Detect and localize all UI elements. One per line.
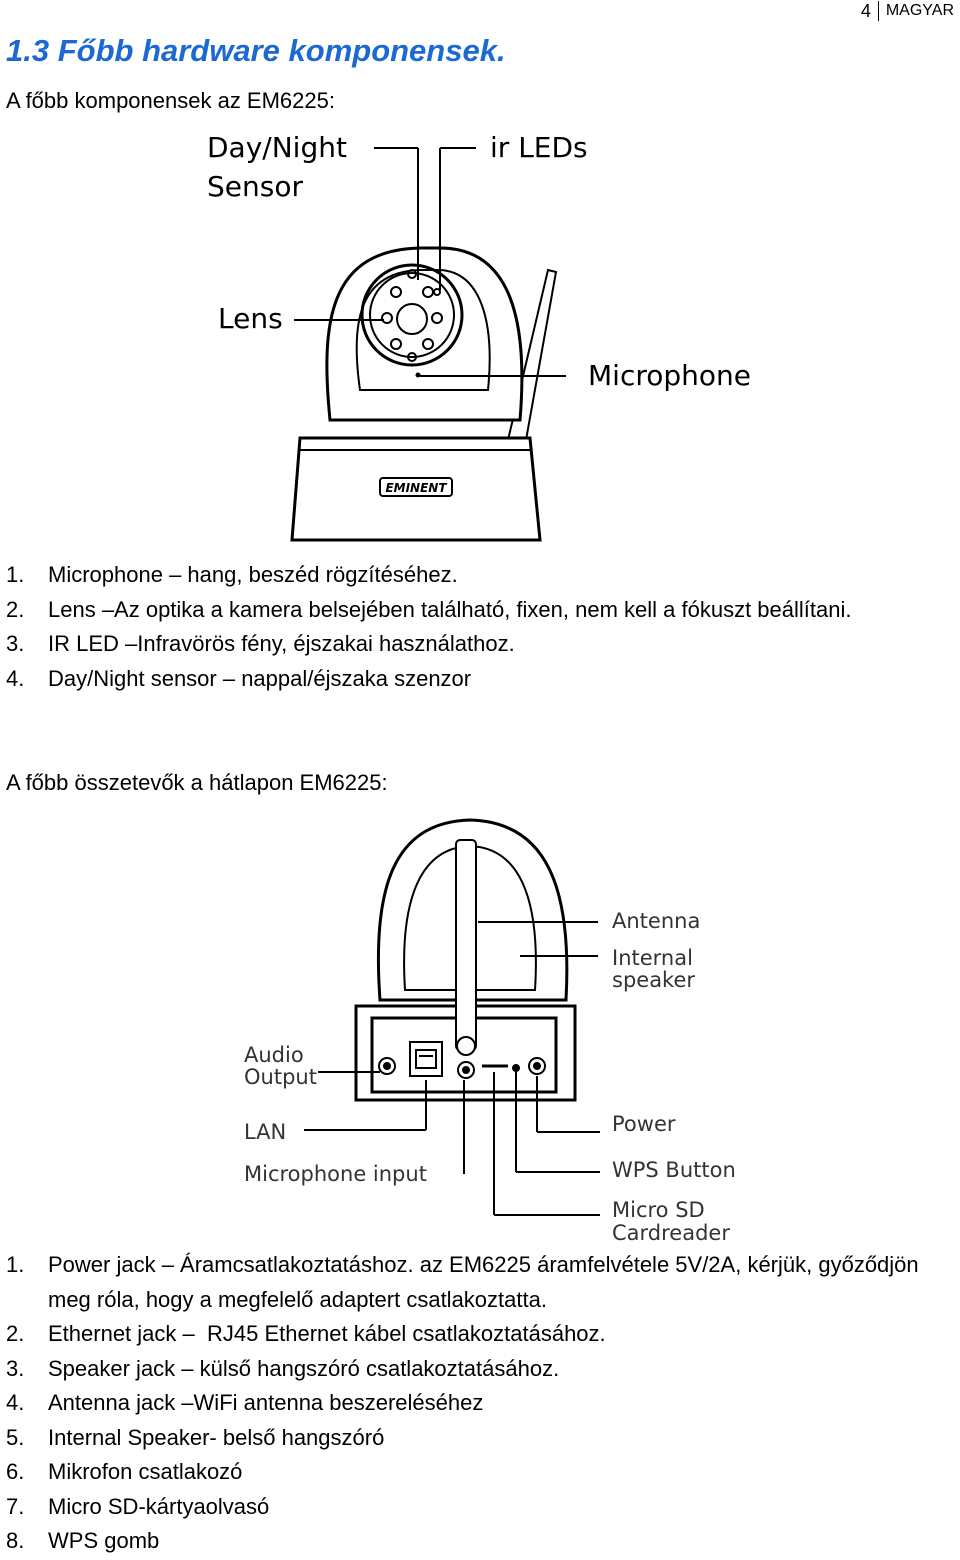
- back-components-list: 1.Power jack – Áramcsatlakoztatáshoz. az…: [0, 1248, 928, 1559]
- label-lens: Lens: [218, 302, 283, 335]
- label-power: Power: [612, 1112, 676, 1136]
- label-antenna: Antenna: [612, 909, 700, 933]
- label-cardreader: Cardreader: [612, 1221, 730, 1245]
- list-item: 3.Speaker jack – külső hangszóró csatlak…: [6, 1355, 560, 1381]
- list-item: 4.Antenna jack –WiFi antenna beszerelésé…: [6, 1390, 484, 1415]
- brand-logo: EMINENT: [385, 481, 447, 495]
- label-microphone: Microphone: [588, 359, 751, 392]
- list-item: 3.IR LED –Infravörös fény, éjszakai hasz…: [6, 631, 515, 656]
- front-components-list: 1.Microphone – hang, beszéd rögzítéséhez…: [0, 558, 868, 696]
- list-item: 1.Microphone – hang, beszéd rögzítéséhez…: [6, 562, 458, 587]
- list-item: 2.Ethernet jack – RJ45 Ethernet kábel cs…: [6, 1321, 606, 1346]
- list-item: 5.Internal Speaker- belső hangszóró: [6, 1424, 385, 1450]
- label-internal: Internal: [612, 946, 693, 970]
- back-camera-figure: Antenna Internal speaker Audio Output LA…: [0, 810, 960, 1250]
- back-camera-diagram: Antenna Internal speaker Audio Output LA…: [244, 818, 736, 1245]
- list-item: 1.Power jack – Áramcsatlakoztatáshoz. az…: [6, 1252, 919, 1312]
- label-sensor: Sensor: [207, 170, 303, 203]
- front-camera-diagram: Day/Night Sensor ir LEDs Lens Microphone…: [207, 131, 751, 542]
- label-lan: LAN: [244, 1120, 286, 1144]
- list-item: 8.WPS gomb: [6, 1528, 160, 1553]
- label-audio: Audio: [244, 1043, 304, 1067]
- back-intro: A főbb összetevők a hátlapon EM6225:: [6, 770, 388, 795]
- list-item: 6.Mikrofon csatlakozó: [6, 1459, 243, 1484]
- label-microphone-input: Microphone input: [244, 1162, 427, 1186]
- front-camera-figure: Day/Night Sensor ir LEDs Lens Microphone…: [0, 120, 960, 550]
- list-item: 4.Day/Night sensor – nappal/éjszaka szen…: [6, 665, 472, 691]
- page-number: 4: [861, 1, 879, 21]
- label-wps-button: WPS Button: [612, 1158, 736, 1182]
- section-title: 1.3 Főbb hardware komponensek.: [6, 33, 506, 68]
- list-item: 2.Lens –Az optika a kamera belsejében ta…: [6, 596, 852, 622]
- label-output: Output: [244, 1065, 317, 1089]
- label-ir-leds: ir LEDs: [490, 131, 588, 164]
- label-speaker: speaker: [612, 968, 695, 992]
- label-micro-sd: Micro SD: [612, 1198, 705, 1222]
- page-header: 4 MAGYAR: [861, 0, 954, 22]
- list-item: 7.Micro SD-kártyaolvasó: [6, 1493, 270, 1519]
- front-intro: A főbb komponensek az EM6225:: [6, 88, 335, 113]
- label-day-night: Day/Night: [207, 131, 347, 164]
- language-label: MAGYAR: [885, 2, 954, 19]
